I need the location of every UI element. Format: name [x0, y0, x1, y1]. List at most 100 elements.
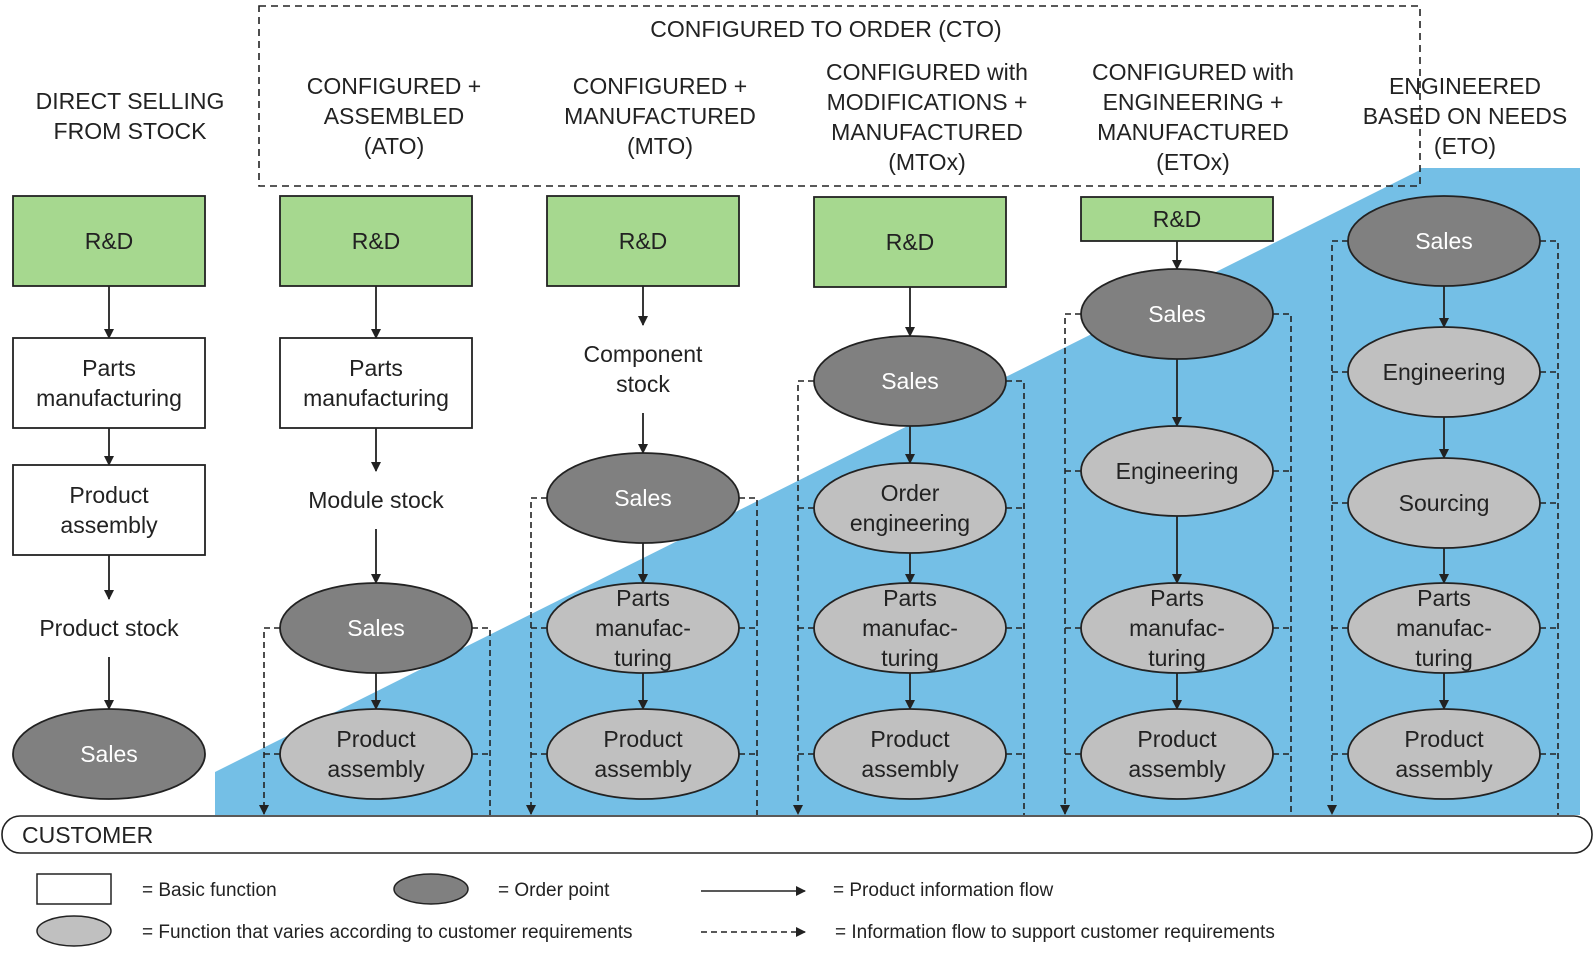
node-label: Sales [347, 615, 405, 641]
node-rd-ato: R&D [279, 195, 473, 287]
node-label-line: Product stock [39, 615, 179, 641]
node-label: Product stock [39, 615, 179, 641]
node-label-line: manufac- [1396, 615, 1492, 641]
node-label: Component stock [584, 341, 704, 397]
node-label-line: Product [336, 726, 416, 752]
basic-function-box [279, 337, 473, 429]
variable-function-ellipse [1080, 708, 1274, 800]
node-label-line: assembly [1395, 756, 1493, 782]
column-header-line: (ATO) [364, 133, 424, 159]
column-header-line: CONFIGURED with [1092, 59, 1294, 85]
support-flow-right-rail [1273, 313, 1292, 815]
column-header-line: ENGINEERED [1389, 73, 1541, 99]
support-flow-to-customer [1060, 313, 1081, 815]
basic-function-box [12, 337, 206, 429]
rd-box [813, 196, 1007, 288]
node-label-line: R&D [619, 228, 668, 254]
legend-order-point-label: = Order point [498, 880, 610, 901]
node-label-line: Product [603, 726, 683, 752]
legend-basic-function-swatch [36, 873, 112, 905]
column-header-line: DIRECT SELLING [36, 88, 225, 114]
node-label-line: assembly [60, 512, 158, 538]
legend-support-flow-label: = Information flow to support customer r… [835, 922, 1275, 943]
node-rd-etox: R&D [1080, 196, 1274, 242]
support-flow-right-rail [1006, 380, 1025, 815]
node-order-mto: Sales [546, 452, 740, 544]
variable-function-ellipse [813, 708, 1007, 800]
node-label-line: stock [616, 371, 670, 397]
node-label: Engineering [1383, 359, 1506, 385]
column-header-line: MANUFACTURED [831, 119, 1023, 145]
node-label-line: turing [1415, 645, 1473, 671]
node-label-line: Sales [614, 485, 672, 511]
column-header-line: FROM STOCK [54, 118, 208, 144]
node-label: Module stock [308, 487, 444, 513]
cto-group-title: CONFIGURED TO ORDER (CTO) [650, 16, 1001, 42]
support-flow-to-customer [526, 497, 547, 815]
node-label: R&D [352, 228, 401, 254]
node-rd-mts: R&D [12, 195, 206, 287]
node-rd-mto: R&D [546, 195, 740, 287]
rd-box [546, 195, 740, 287]
node-label-line: manufacturing [303, 385, 449, 411]
node-stock-mto: Component stock [584, 341, 704, 397]
node-label: Sales [1415, 228, 1473, 254]
support-flow-to-customer [1327, 240, 1348, 815]
node-label-line: Sales [1148, 301, 1206, 327]
node-label-line: Product [1404, 726, 1484, 752]
cto-group-box [258, 5, 1421, 187]
node-label-line: R&D [1153, 206, 1202, 232]
node-order-ato: Sales [279, 582, 473, 674]
node-label: Sales [80, 741, 138, 767]
column-header-line: ENGINEERING + [1103, 89, 1284, 115]
node-label-line: turing [1148, 645, 1206, 671]
node-label: Sales [881, 368, 939, 394]
basic-function-box [12, 464, 206, 556]
node-label: Engineering [1116, 458, 1239, 484]
node-label-line: R&D [352, 228, 401, 254]
node-label-line: Component [584, 341, 704, 367]
node-label-line: manufac- [1129, 615, 1225, 641]
node-label: R&D [1153, 206, 1202, 232]
customer-label: CUSTOMER [22, 822, 153, 848]
variable-function-ellipse [1080, 425, 1274, 517]
order-point-ellipse [1080, 268, 1274, 360]
column-header-line: (MTO) [627, 133, 693, 159]
node-order-mts: Sales [12, 708, 206, 800]
order-point-ellipse [546, 452, 740, 544]
node-label-line: Parts [616, 585, 670, 611]
node-label-line: Sales [80, 741, 138, 767]
column-header-line: CONFIGURED + [573, 73, 747, 99]
node-label-line: R&D [85, 228, 134, 254]
customer-bar [1, 815, 1593, 854]
node-label-line: manufac- [862, 615, 958, 641]
node-label-line: Engineering [1383, 359, 1506, 385]
node-variable-mto: Product assembly [546, 708, 740, 800]
node-label-line: manufac- [595, 615, 691, 641]
node-label-line: R&D [886, 229, 935, 255]
legend-basic-function-label: = Basic function [142, 880, 277, 901]
column-header-mto: CONFIGURED +MANUFACTURED(MTO) [564, 73, 756, 159]
node-label: R&D [886, 229, 935, 255]
node-order-etox: Sales [1080, 268, 1274, 360]
node-label-line: Sourcing [1399, 490, 1490, 516]
rd-box [279, 195, 473, 287]
column-header-line: BASED ON NEEDS [1363, 103, 1568, 129]
node-label-line: assembly [594, 756, 692, 782]
legend: = Basic function = Order point = Functio… [36, 873, 1275, 947]
node-label-line: engineering [850, 510, 970, 536]
column-header-line: MODIFICATIONS + [827, 89, 1028, 115]
